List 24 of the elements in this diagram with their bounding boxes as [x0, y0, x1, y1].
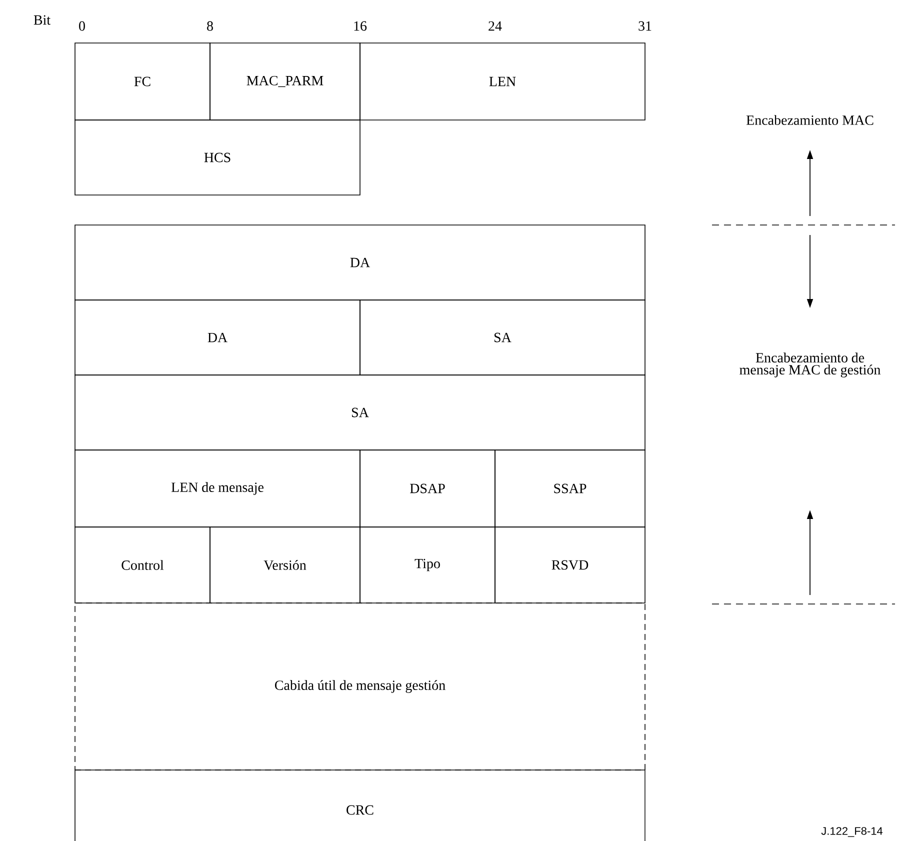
header-field: LEN	[360, 42, 646, 120]
header-field: Versión	[210, 526, 360, 604]
header-field: Tipo	[360, 526, 496, 604]
figure-id: J.122_F8-14	[821, 827, 883, 837]
section-label: Encabezamiento de mensaje MAC de gestión	[740, 352, 881, 378]
bit-number: 16	[354, 21, 367, 31]
header-field: DA	[74, 300, 360, 376]
header-field: CRC	[74, 770, 646, 841]
bit-number: 31	[638, 21, 652, 31]
header-field: SSAP	[494, 450, 646, 528]
header-field: HCS	[74, 120, 360, 196]
header-field: DA	[74, 224, 646, 300]
header-field: RSVD	[494, 526, 646, 604]
header-field: SA	[74, 374, 646, 450]
header-field: FC	[74, 42, 210, 120]
header-field: SA	[360, 300, 646, 376]
bit-number: 8	[207, 21, 213, 31]
bit-label: Bit	[34, 15, 50, 25]
header-field: MAC_PARM	[210, 42, 360, 120]
header-field: Control	[74, 526, 210, 604]
section-label: Encabezamiento MAC	[746, 115, 874, 125]
header-field: LEN de mensaje	[74, 450, 360, 528]
header-field: DSAP	[360, 450, 496, 528]
payload-field: Cabida útil de mensaje gestión	[74, 602, 646, 770]
